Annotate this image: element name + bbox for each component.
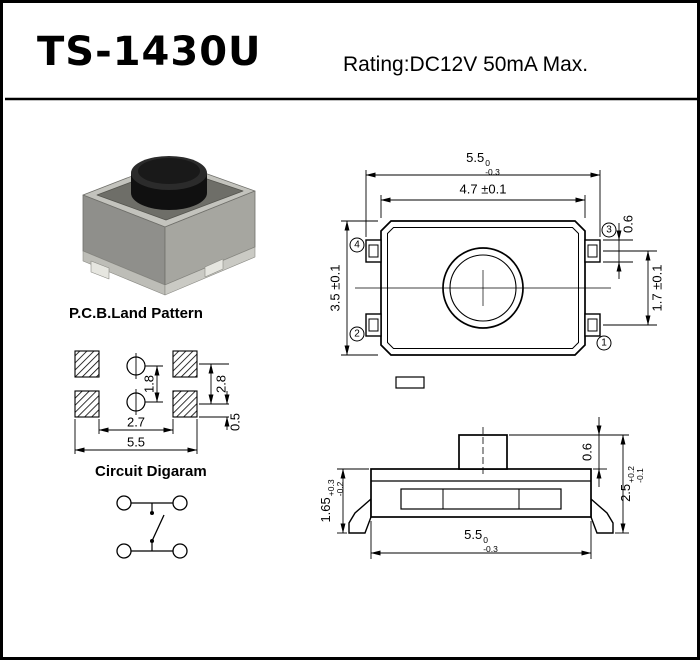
dim-tolerance: +0.2-0.1: [626, 466, 646, 483]
pin-number: 1: [601, 337, 607, 349]
tol-lower: -0.1: [635, 468, 646, 483]
dim-value: 5.5: [464, 527, 483, 543]
dim-tolerance: +0.3-0.2: [326, 479, 346, 497]
pcb-land-pattern-drawing: [74, 350, 230, 454]
dim-lp-hole-pitch: 1.8: [141, 374, 157, 394]
rating-text: Rating:DC12V 50mA Max.: [343, 53, 589, 76]
dim-lp-pad-pitch: 2.8: [213, 374, 229, 394]
dim-lp-inner-span: 2.7: [126, 414, 146, 430]
dim-side-base-height: 1.65+0.3-0.2: [318, 479, 346, 522]
tol-lower: -0.2: [335, 481, 346, 497]
tol-upper: 0: [483, 535, 488, 546]
dim-tolerance: 0-0.3: [483, 535, 498, 555]
top-view-drawing: [341, 170, 657, 389]
dim-side-step-height: 0.6: [579, 442, 595, 462]
page-title: TS-1430U: [37, 29, 262, 75]
dim-top-terminal-width: 0.6: [620, 214, 636, 234]
dim-lp-pad-edge: 0.5: [227, 412, 243, 432]
dim-top-body-width: 4.7 ±0.1: [459, 181, 507, 197]
dim-lp-outer-span: 5.5: [126, 434, 146, 450]
dim-value: 2.5: [618, 483, 634, 502]
product-photo: [82, 156, 256, 296]
dim-top-terminal-pitch: 1.7 ±0.1: [649, 264, 665, 312]
side-view-drawing: [337, 417, 629, 559]
tol-upper: 0: [485, 158, 490, 169]
drawing-canvas: [5, 97, 697, 559]
dim-side-total-height: 2.5+0.2-0.1: [618, 466, 646, 502]
pin-callout-3: 3: [601, 222, 617, 238]
land-pattern-title: P.C.B.Land Pattern: [69, 305, 203, 322]
circuit-diagram-drawing: [116, 495, 188, 559]
tol-lower: -0.3: [483, 544, 498, 555]
circuit-title: Circuit Digaram: [95, 463, 207, 480]
pin-number: 3: [606, 224, 612, 236]
pin-callout-4: 4: [349, 237, 365, 253]
dim-value: 1.65: [318, 497, 334, 523]
dim-tolerance: 0-0.3: [485, 158, 500, 178]
dim-top-body-depth: 3.5 ±0.1: [327, 264, 343, 312]
pin-number: 2: [354, 328, 360, 340]
pin-callout-2: 2: [349, 326, 365, 342]
tol-lower: -0.3: [485, 167, 500, 178]
pin-callout-1: 1: [596, 335, 612, 351]
dim-value: 5.5: [466, 150, 485, 166]
pin-number: 4: [354, 239, 360, 251]
